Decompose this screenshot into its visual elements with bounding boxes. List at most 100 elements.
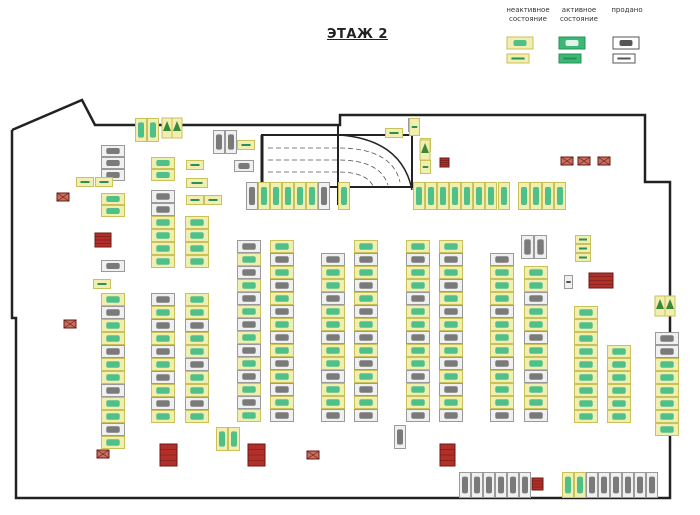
parking-stall[interactable] bbox=[237, 396, 261, 409]
storage-box-icon[interactable] bbox=[306, 450, 320, 460]
motorcycle-stall[interactable] bbox=[575, 253, 591, 262]
parking-stall[interactable] bbox=[270, 305, 294, 318]
parking-stall[interactable] bbox=[406, 279, 430, 292]
parking-stall[interactable] bbox=[151, 345, 175, 358]
parking-stall[interactable] bbox=[406, 409, 430, 422]
parking-stall[interactable] bbox=[101, 332, 125, 345]
parking-stall[interactable] bbox=[101, 169, 125, 181]
parking-stall[interactable] bbox=[237, 318, 261, 331]
motorcycle-stall[interactable] bbox=[575, 244, 591, 253]
parking-stall[interactable] bbox=[354, 396, 378, 409]
parking-stall[interactable] bbox=[542, 182, 554, 210]
parking-stall[interactable] bbox=[490, 279, 514, 292]
parking-stall[interactable] bbox=[237, 357, 261, 370]
parking-stall[interactable] bbox=[439, 344, 463, 357]
motorcycle-stall[interactable] bbox=[95, 177, 113, 187]
parking-stall[interactable] bbox=[519, 472, 531, 498]
parking-stall[interactable] bbox=[185, 242, 209, 255]
parking-stall[interactable] bbox=[270, 370, 294, 383]
parking-stall[interactable] bbox=[607, 384, 631, 397]
parking-stall[interactable] bbox=[354, 279, 378, 292]
parking-stall[interactable] bbox=[151, 410, 175, 423]
parking-stall[interactable] bbox=[485, 182, 497, 210]
parking-stall[interactable] bbox=[524, 305, 548, 318]
parking-stall[interactable] bbox=[101, 371, 125, 384]
parking-stall[interactable] bbox=[406, 305, 430, 318]
parking-stall[interactable] bbox=[101, 260, 125, 272]
parking-stall[interactable] bbox=[490, 344, 514, 357]
parking-stall[interactable] bbox=[586, 472, 598, 498]
parking-stall[interactable] bbox=[225, 130, 237, 154]
parking-stall[interactable] bbox=[655, 397, 679, 410]
parking-stall[interactable] bbox=[413, 182, 425, 210]
parking-stall[interactable] bbox=[321, 305, 345, 318]
parking-stall[interactable] bbox=[237, 292, 261, 305]
parking-stall[interactable] bbox=[270, 292, 294, 305]
parking-stall[interactable] bbox=[151, 216, 175, 229]
motorcycle-stall[interactable] bbox=[204, 195, 222, 205]
parking-stall[interactable] bbox=[490, 383, 514, 396]
parking-stall[interactable] bbox=[439, 318, 463, 331]
parking-stall[interactable] bbox=[270, 331, 294, 344]
parking-stall[interactable] bbox=[574, 472, 586, 498]
parking-stall[interactable] bbox=[439, 266, 463, 279]
motorcycle-stall[interactable] bbox=[237, 140, 255, 150]
parking-stall[interactable] bbox=[490, 253, 514, 266]
motorcycle-stall[interactable] bbox=[186, 195, 204, 205]
parking-stall[interactable] bbox=[507, 472, 519, 498]
parking-stall[interactable] bbox=[185, 371, 209, 384]
parking-stall[interactable] bbox=[655, 371, 679, 384]
parking-stall[interactable] bbox=[406, 370, 430, 383]
parking-stall[interactable] bbox=[101, 345, 125, 358]
parking-stall[interactable] bbox=[607, 345, 631, 358]
parking-stall[interactable] bbox=[554, 182, 566, 210]
parking-stall[interactable] bbox=[101, 193, 125, 205]
parking-stall[interactable] bbox=[270, 357, 294, 370]
parking-stall[interactable] bbox=[574, 358, 598, 371]
parking-stall[interactable] bbox=[101, 397, 125, 410]
parking-stall[interactable] bbox=[237, 305, 261, 318]
parking-stall[interactable] bbox=[294, 182, 306, 210]
parking-stall[interactable] bbox=[185, 255, 209, 268]
parking-stall[interactable] bbox=[598, 472, 610, 498]
parking-stall[interactable] bbox=[439, 240, 463, 253]
motorcycle-stall[interactable] bbox=[93, 279, 111, 289]
storage-box-icon[interactable] bbox=[159, 443, 178, 467]
storage-box-icon[interactable] bbox=[439, 443, 456, 467]
parking-stall[interactable] bbox=[321, 318, 345, 331]
parking-stall[interactable] bbox=[237, 409, 261, 422]
parking-stall[interactable] bbox=[471, 472, 483, 498]
parking-stall[interactable] bbox=[461, 182, 473, 210]
parking-stall[interactable] bbox=[270, 396, 294, 409]
parking-stall[interactable] bbox=[185, 358, 209, 371]
motorcycle-stall[interactable] bbox=[420, 160, 431, 174]
parking-stall[interactable] bbox=[151, 332, 175, 345]
parking-stall[interactable] bbox=[530, 182, 542, 210]
parking-stall[interactable] bbox=[518, 182, 530, 210]
storage-box-icon[interactable] bbox=[94, 232, 112, 248]
parking-stall[interactable] bbox=[354, 292, 378, 305]
parking-stall[interactable] bbox=[439, 279, 463, 292]
parking-stall[interactable] bbox=[354, 240, 378, 253]
parking-stall[interactable] bbox=[151, 319, 175, 332]
parking-stall[interactable] bbox=[216, 427, 228, 451]
parking-stall[interactable] bbox=[490, 370, 514, 383]
parking-stall[interactable] bbox=[354, 409, 378, 422]
motorcycle-stall[interactable] bbox=[76, 177, 94, 187]
parking-stall[interactable] bbox=[321, 409, 345, 422]
parking-stall[interactable] bbox=[524, 331, 548, 344]
parking-stall[interactable] bbox=[498, 182, 510, 210]
parking-stall[interactable] bbox=[406, 240, 430, 253]
parking-stall[interactable] bbox=[449, 182, 461, 210]
parking-stall[interactable] bbox=[185, 397, 209, 410]
parking-stall[interactable] bbox=[495, 472, 507, 498]
parking-stall[interactable] bbox=[151, 371, 175, 384]
parking-stall[interactable] bbox=[101, 157, 125, 169]
parking-stall[interactable] bbox=[321, 396, 345, 409]
parking-stall[interactable] bbox=[101, 306, 125, 319]
parking-stall[interactable] bbox=[185, 332, 209, 345]
parking-stall[interactable] bbox=[151, 190, 175, 203]
parking-stall[interactable] bbox=[406, 266, 430, 279]
parking-stall[interactable] bbox=[439, 253, 463, 266]
parking-stall[interactable] bbox=[354, 253, 378, 266]
